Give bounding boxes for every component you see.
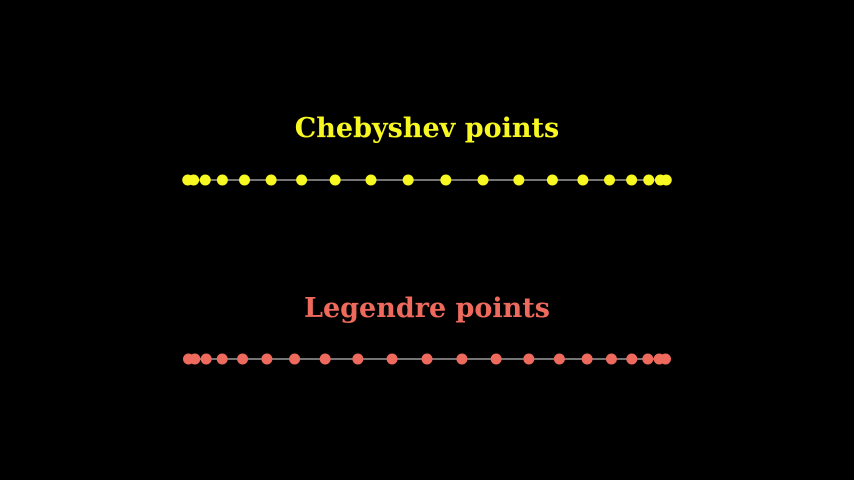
chebyshev-node-11	[477, 174, 489, 186]
chebyshev-row	[182, 174, 672, 186]
legendre-node-4	[237, 353, 249, 365]
legendre-node-9	[386, 353, 398, 365]
chebyshev-node-6	[296, 174, 308, 186]
legendre-node-18	[642, 353, 654, 365]
legendre-node-12	[490, 353, 502, 365]
chebyshev-node-17	[643, 174, 655, 186]
chebyshev-node-10	[440, 174, 452, 186]
chebyshev-node-5	[265, 174, 277, 186]
chebyshev-title: Chebyshev points	[294, 113, 560, 144]
chebyshev-node-9	[402, 174, 414, 186]
legendre-node-1	[189, 353, 201, 365]
legendre-node-3	[216, 353, 228, 365]
chebyshev-node-2	[199, 174, 211, 186]
chebyshev-node-12	[513, 174, 525, 186]
legendre-node-2	[200, 353, 212, 365]
legendre-node-16	[605, 353, 617, 365]
legendre-node-20	[660, 353, 671, 365]
legendre-node-17	[626, 353, 638, 365]
legendre-node-6	[289, 353, 301, 365]
legendre-node-8	[352, 353, 364, 365]
legendre-node-14	[553, 353, 565, 365]
legendre-title: Legendre points	[304, 293, 550, 324]
chebyshev-node-14	[577, 174, 589, 186]
chebyshev-node-7	[329, 174, 341, 186]
legendre-node-7	[319, 353, 331, 365]
chebyshev-node-15	[604, 174, 615, 186]
legendre-node-11	[456, 353, 468, 365]
chebyshev-node-19	[660, 174, 672, 186]
chebyshev-node-1	[188, 174, 200, 186]
chebyshev-node-8	[365, 174, 377, 186]
chebyshev-node-3	[216, 174, 228, 186]
legendre-node-10	[421, 353, 433, 365]
chebyshev-node-4	[239, 174, 250, 186]
chebyshev-node-13	[546, 174, 558, 186]
legendre-node-15	[581, 353, 593, 365]
legendre-row	[183, 353, 671, 365]
legendre-node-5	[261, 353, 273, 365]
chebyshev-node-16	[626, 174, 638, 186]
legendre-node-13	[523, 353, 535, 365]
